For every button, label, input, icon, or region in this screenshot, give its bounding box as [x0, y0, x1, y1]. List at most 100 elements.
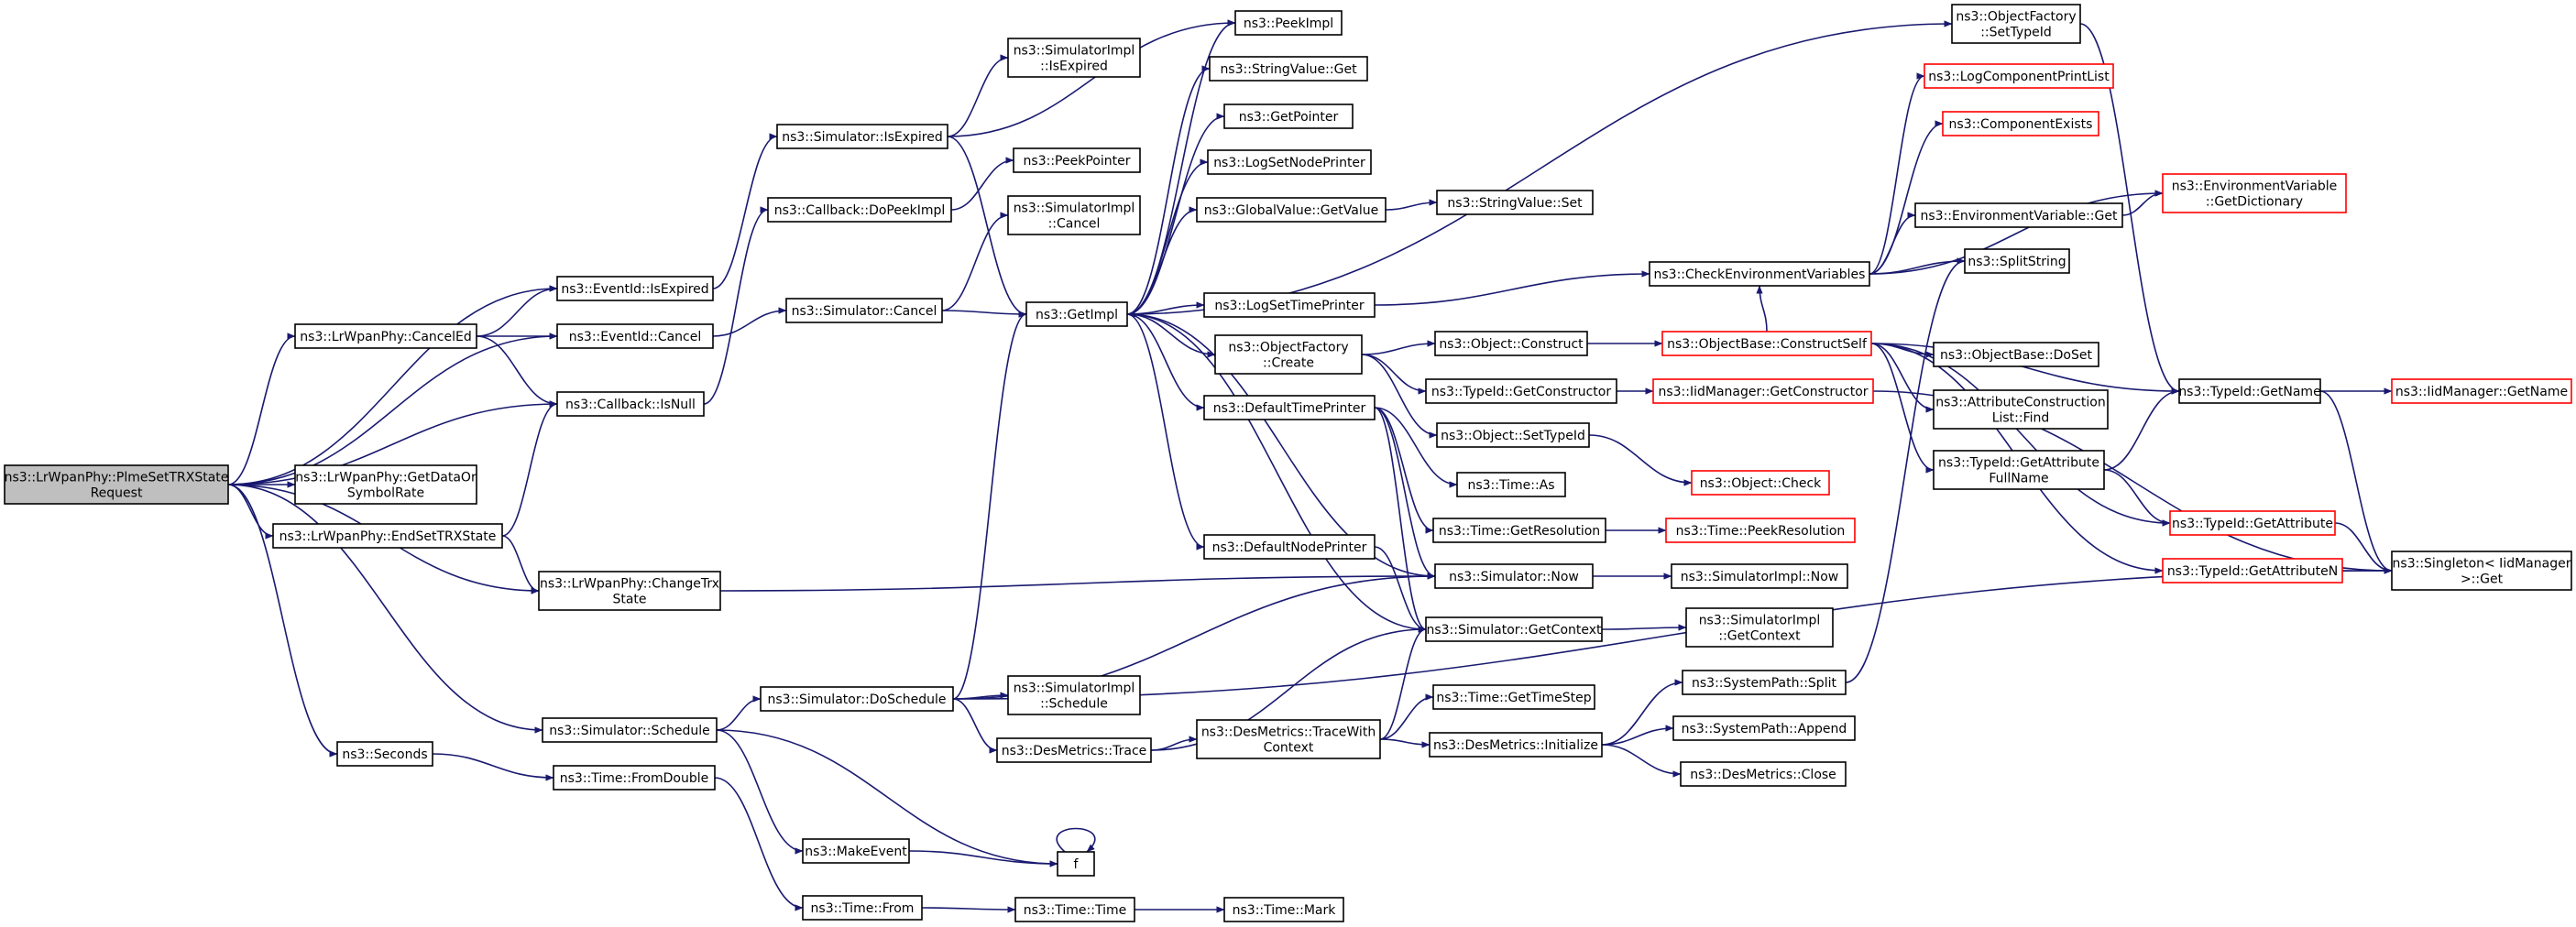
node-ns3-time-from[interactable]: ns3::Time::From	[802, 895, 923, 921]
node-box	[1203, 395, 1376, 420]
node-ns3-time-peekresolution[interactable]: ns3::Time::PeekResolution	[1665, 518, 1856, 543]
edge-n65-to-n69	[2319, 390, 2393, 574]
node-box	[2162, 558, 2343, 583]
node-ns3-object-settypeid[interactable]: ns3::Object::SetTypeId	[1436, 422, 1590, 448]
node-ns3-logsetnodeprinter[interactable]: ns3::LogSetNodePrinter	[1207, 149, 1372, 175]
node-ns3-stringvalue-get[interactable]: ns3::StringValue::Get	[1209, 56, 1368, 82]
call-edge	[1126, 313, 1205, 411]
node-ns3-checkenvironmentvariables[interactable]: ns3::CheckEnvironmentVariables	[1649, 261, 1870, 287]
node-ns3-componentexists[interactable]: ns3::ComponentExists	[1942, 111, 2099, 136]
node-ns3-time-gettimestep[interactable]: ns3::Time::GetTimeStep	[1432, 684, 1595, 710]
node-ns3-eventid-isexpired[interactable]: ns3::EventId::IsExpired	[556, 276, 714, 301]
edge-n48-to-n66	[1870, 343, 2171, 527]
node-box	[1214, 334, 1363, 375]
node-box	[1196, 719, 1381, 759]
node-ns3-objectfactory-create[interactable]: ns3::ObjectFactory::Create	[1214, 334, 1363, 375]
node-ns3-peekimpl[interactable]: ns3::PeekImpl	[1234, 10, 1343, 36]
node-label: ns3::Object::Check	[1700, 476, 1822, 491]
node-ns3-desmetrics-initialize[interactable]: ns3::DesMetrics::Initialize	[1429, 732, 1603, 758]
node-box	[2178, 378, 2321, 404]
node-ns3-desmetrics-close[interactable]: ns3::DesMetrics::Close	[1680, 761, 1847, 787]
node-ns3-objectbase-doset[interactable]: ns3::ObjectBase::DoSet	[1933, 342, 2099, 367]
node-ns3-time-getresolution[interactable]: ns3::Time::GetResolution	[1432, 518, 1606, 543]
node-ns3-environmentvariable-get[interactable]: ns3::EnvironmentVariable::Get	[1914, 202, 2123, 228]
node-label: ns3::GlobalValue::GetValue	[1204, 203, 1378, 218]
node-ns3-environmentvariable-getdictionary[interactable]: ns3::EnvironmentVariable::GetDictionary	[2162, 173, 2347, 213]
node-ns3-peekpointer[interactable]: ns3::PeekPointer	[1013, 147, 1141, 173]
node-ns3-getpointer[interactable]: ns3::GetPointer	[1223, 104, 1354, 129]
node-ns3-callback-isnull[interactable]: ns3::Callback::IsNull	[556, 391, 705, 417]
node-ns3-simulator-schedule[interactable]: ns3::Simulator::Schedule	[542, 717, 718, 743]
node-ns3-iidmanager-getname[interactable]: ns3::IidManager::GetName	[2391, 378, 2572, 404]
node-ns3-simulator-doschedule[interactable]: ns3::Simulator::DoSchedule	[760, 686, 954, 712]
node-ns3-typeid-getattributen[interactable]: ns3::TypeId::GetAttributeN	[2162, 558, 2343, 583]
edge-n0-to-n1	[227, 285, 558, 485]
edge-n47-to-n59	[1869, 212, 1916, 275]
node-ns3-simulatorimpl-now[interactable]: ns3::SimulatorImpl::Now	[1671, 563, 1848, 589]
node-ns3-systempath-split[interactable]: ns3::SystemPath::Split	[1682, 670, 1847, 695]
node-ns3-simulator-isexpired[interactable]: ns3::Simulator::IsExpired	[776, 124, 948, 149]
node-ns3-typeid-getname[interactable]: ns3::TypeId::GetName	[2178, 378, 2321, 404]
node-ns3-defaultnodeprinter[interactable]: ns3::DefaultNodePrinter	[1203, 534, 1376, 560]
call-edge	[947, 54, 1009, 137]
node-ns3-iidmanager-getconstructor[interactable]: ns3::IidManager::GetConstructor	[1652, 378, 1874, 404]
node-ns3-lrwpanphy-canceled[interactable]: ns3::LrWpanPhy::CancelEd	[294, 323, 477, 349]
node-f[interactable]: f	[1057, 851, 1095, 877]
node-ns3-typeid-getattribute[interactable]: ns3::TypeId::GetAttribute	[2169, 510, 2336, 536]
node-ns3-simulator-getcontext[interactable]: ns3::Simulator::GetContext	[1425, 616, 1603, 642]
node-ns3-time-time[interactable]: ns3::Time::Time	[1014, 897, 1135, 922]
node-ns3-lrwpanphy-endsettrxstate[interactable]: ns3::LrWpanPhy::EndSetTRXState	[272, 523, 503, 549]
node-ns3-systempath-append[interactable]: ns3::SystemPath::Append	[1672, 715, 1856, 741]
node-ns3-simulatorimpl-isexpired[interactable]: ns3::SimulatorImpl::IsExpired	[1007, 38, 1141, 78]
node-label: ns3::LogComponentPrintList	[1928, 70, 2110, 84]
node-ns3-defaulttimeprinter[interactable]: ns3::DefaultTimePrinter	[1203, 395, 1376, 420]
node-ns3-logsettimeprinter[interactable]: ns3::LogSetTimePrinter	[1203, 292, 1376, 318]
edge-n66-to-n69	[2334, 522, 2393, 574]
node-ns3-eventid-cancel[interactable]: ns3::EventId::Cancel	[556, 323, 714, 349]
node-ns3-time-fromdouble[interactable]: ns3::Time::FromDouble	[553, 765, 716, 791]
node-ns3-objectbase-constructself[interactable]: ns3::ObjectBase::ConstructSelf	[1661, 331, 1872, 356]
node-ns3-singleton-iidmanager-get[interactable]: ns3::Singleton< IidManager>::Get	[2391, 551, 2572, 591]
edge-n47-to-n64	[1869, 190, 2164, 275]
node-ns3-seconds[interactable]: ns3::Seconds	[336, 741, 433, 767]
node-ns3-object-check[interactable]: ns3::Object::Check	[1691, 470, 1830, 496]
node-label: ns3::SimulatorImpl	[1699, 614, 1821, 628]
node-box	[1014, 897, 1135, 922]
node-label: List::Find	[1992, 411, 2050, 426]
node-box	[538, 571, 721, 611]
node-ns3-splitstring[interactable]: ns3::SplitString	[1964, 248, 2070, 274]
node-ns3-simulator-now[interactable]: ns3::Simulator::Now	[1434, 563, 1594, 589]
node-ns3-callback-dopeekimpl[interactable]: ns3::Callback::DoPeekImpl	[767, 197, 952, 223]
node-ns3-simulatorimpl-schedule[interactable]: ns3::SimulatorImpl::Schedule	[1007, 675, 1141, 715]
edge-n31-to-n39	[1361, 354, 1438, 439]
node-ns3-getimpl[interactable]: ns3::GetImpl	[1025, 301, 1128, 327]
node-ns3-desmetrics-trace[interactable]: ns3::DesMetrics::Trace	[996, 737, 1152, 763]
node-ns3-stringvalue-set[interactable]: ns3::StringValue::Set	[1436, 190, 1594, 215]
node-ns3-makeevent[interactable]: ns3::MakeEvent	[802, 838, 910, 864]
node-ns3-object-construct[interactable]: ns3::Object::Construct	[1434, 331, 1588, 356]
node-ns3-simulatorimpl-getcontext[interactable]: ns3::SimulatorImpl::GetContext	[1685, 607, 1834, 648]
node-ns3-time-mark[interactable]: ns3::Time::Mark	[1223, 897, 1344, 922]
node-box	[1685, 607, 1834, 648]
node-ns3-typeid-getconstructor[interactable]: ns3::TypeId::GetConstructor	[1425, 378, 1617, 404]
node-ns3-logcomponentprintlist[interactable]: ns3::LogComponentPrintList	[1924, 63, 2114, 89]
call-edge	[703, 206, 769, 405]
node-box	[767, 197, 952, 223]
call-edge	[1379, 738, 1431, 748]
node-ns3-objectfactory-settypeid[interactable]: ns3::ObjectFactory::SetTypeId	[1951, 4, 2081, 44]
node-label: ::IsExpired	[1040, 60, 1108, 74]
edge-n11-to-n20	[947, 136, 1027, 318]
node-ns3-simulator-cancel[interactable]: ns3::Simulator::Cancel	[785, 298, 943, 323]
node-ns3-globalvalue-getvalue[interactable]: ns3::GlobalValue::GetValue	[1196, 197, 1387, 223]
node-ns3-simulatorimpl-cancel[interactable]: ns3::SimulatorImpl::Cancel	[1007, 195, 1141, 235]
node-box	[1933, 389, 2109, 430]
call-edge	[1374, 407, 1436, 580]
node-box	[1942, 111, 2099, 136]
node-ns3-time-as[interactable]: ns3::Time::As	[1456, 472, 1566, 497]
